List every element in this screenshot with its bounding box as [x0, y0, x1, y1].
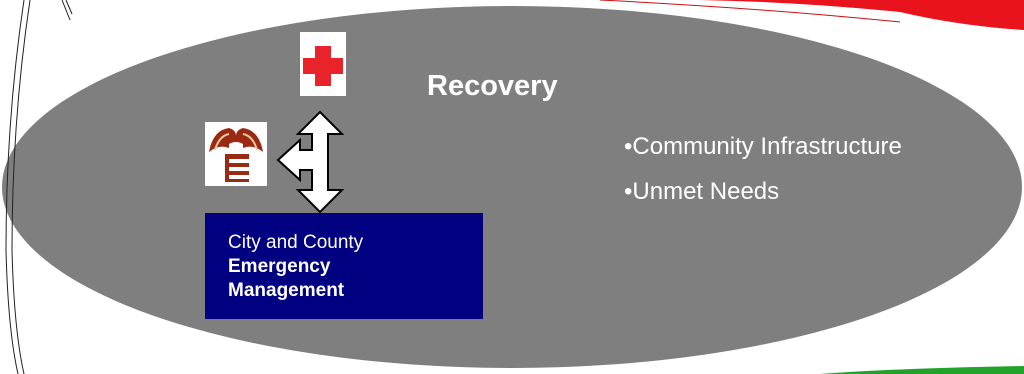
bullet-list: •Community Infrastructure •Unmet Needs — [624, 130, 924, 220]
agency-line-2: Emergency — [228, 255, 331, 277]
recovery-ellipse — [2, 6, 1022, 368]
agency-box: City and County Emergency Management — [205, 213, 483, 319]
bullet-item: •Community Infrastructure — [624, 133, 902, 160]
agency-line-1: City and County — [228, 232, 364, 253]
three-way-arrow-icon — [276, 110, 345, 214]
diagram-title: Recovery — [427, 70, 558, 102]
agency-line-3: Management — [228, 279, 345, 301]
bullet-item: •Unmet Needs — [624, 178, 780, 206]
emergency-agency-logo-icon — [205, 122, 267, 186]
red-cross-icon — [300, 32, 346, 96]
